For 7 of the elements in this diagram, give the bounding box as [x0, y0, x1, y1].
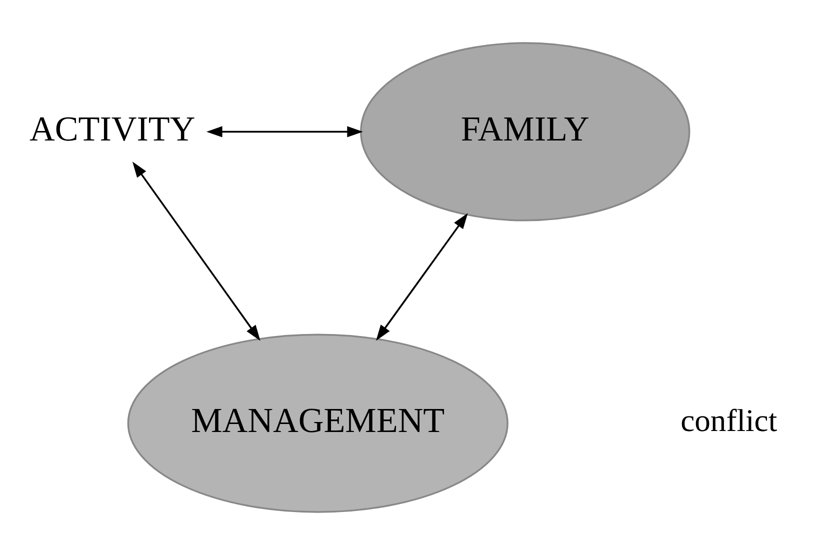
arrow — [206, 126, 363, 137]
arrow — [376, 212, 468, 340]
node-ellipse: FAMILY — [360, 42, 690, 221]
node-text: ACTIVITY — [29, 109, 196, 148]
arrow — [132, 161, 260, 340]
node-ellipse: MANAGEMENT — [127, 333, 508, 512]
label: conflict — [680, 402, 778, 438]
